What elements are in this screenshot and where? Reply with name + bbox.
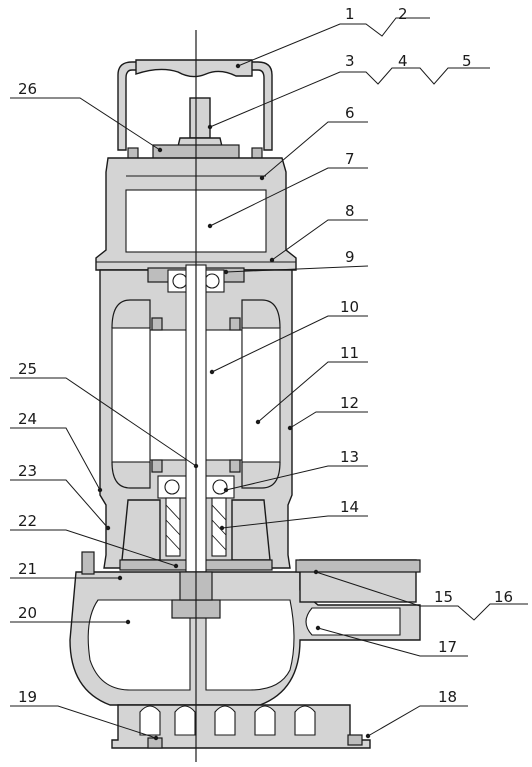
pump-volute	[69, 559, 421, 706]
base-strainer	[81, 551, 371, 749]
part-label-2: 2	[398, 5, 408, 23]
part-label-13: 13	[340, 448, 359, 466]
part-label-16: 16	[494, 588, 513, 606]
part-label-21: 21	[18, 560, 37, 578]
part-label-24: 24	[18, 410, 37, 428]
part-label-26: 26	[18, 80, 37, 98]
part-label-7: 7	[345, 150, 355, 168]
part-label-11: 11	[340, 344, 359, 362]
part-label-20: 20	[18, 604, 37, 622]
part-label-15: 15	[434, 588, 453, 606]
part-label-23: 23	[18, 462, 37, 480]
leader-lines	[10, 17, 528, 741]
part-label-10: 10	[340, 298, 359, 316]
part-label-3: 3	[345, 52, 355, 70]
part-labels: 1 2 3 4 5 6 7 8 9 10 11 12 13 14 15 16 1…	[18, 5, 513, 706]
part-label-12: 12	[340, 394, 359, 412]
part-label-17: 17	[438, 638, 457, 656]
lifting-handle	[117, 59, 273, 151]
part-label-18: 18	[438, 688, 457, 706]
part-label-5: 5	[462, 52, 472, 70]
part-label-22: 22	[18, 512, 37, 530]
part-label-1: 1	[345, 5, 355, 23]
part-label-25: 25	[18, 360, 37, 378]
cable-gland	[127, 97, 263, 162]
part-label-14: 14	[340, 498, 359, 516]
part-label-6: 6	[345, 104, 355, 122]
part-label-8: 8	[345, 202, 355, 220]
part-label-9: 9	[345, 248, 355, 266]
part-label-19: 19	[18, 688, 37, 706]
part-label-4: 4	[398, 52, 408, 70]
